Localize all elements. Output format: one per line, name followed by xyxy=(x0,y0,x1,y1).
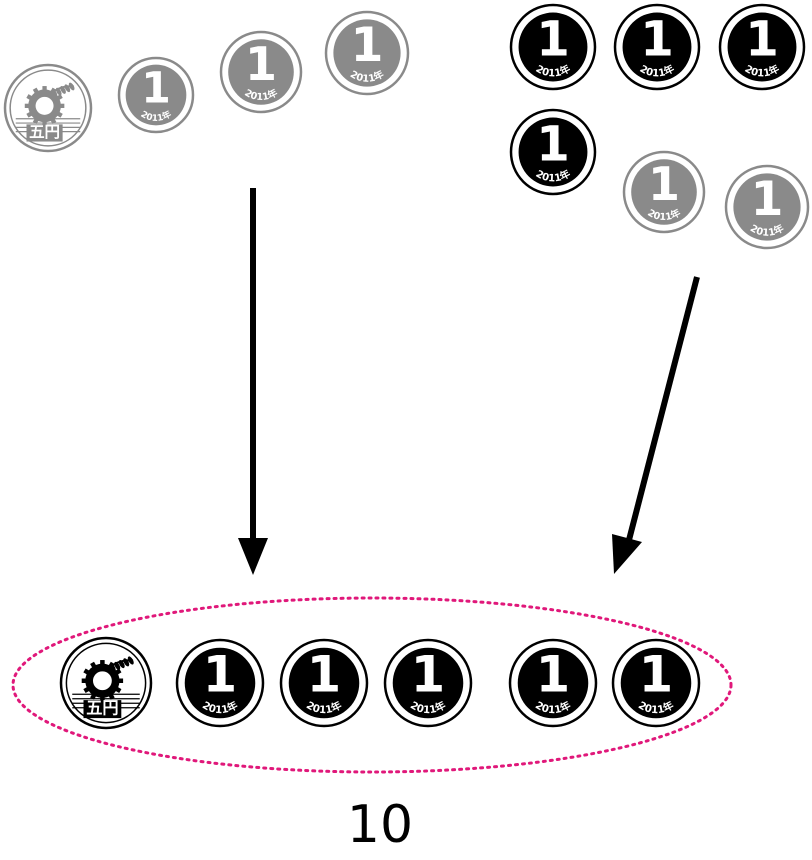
one-yen-year: 2011年 xyxy=(408,698,448,716)
one-yen-year: 2011年 xyxy=(533,698,573,716)
one-yen-numeral: 1 xyxy=(536,646,570,704)
gear-icon xyxy=(81,660,124,702)
one-yen-year: 2011年 xyxy=(748,221,786,239)
one-yen-numeral: 1 xyxy=(307,646,341,704)
five-yen-coin: 五円 xyxy=(59,636,153,730)
one-yen-numeral: 1 xyxy=(203,646,237,704)
one-yen-year: 2011年 xyxy=(304,698,344,716)
gear-icon xyxy=(24,86,65,126)
one-yen-numeral: 1 xyxy=(745,11,779,67)
one-yen-year: 2011年 xyxy=(534,167,573,185)
one-yen-year: 2011年 xyxy=(242,86,279,103)
one-yen-year: 2011年 xyxy=(743,62,782,80)
one-yen-numeral: 1 xyxy=(245,37,277,91)
one-yen-numeral: 1 xyxy=(141,64,171,113)
one-yen-year: 2011年 xyxy=(200,698,240,716)
one-yen-numeral: 1 xyxy=(639,646,673,704)
one-yen-year: 2011年 xyxy=(534,62,573,80)
one-yen-numeral: 1 xyxy=(536,116,570,172)
one-yen-numeral: 1 xyxy=(751,172,784,227)
one-yen-numeral: 1 xyxy=(411,646,445,704)
five-yen-label: 五円 xyxy=(86,699,118,718)
total-label: 10 xyxy=(346,795,414,855)
left-arrow xyxy=(238,188,268,575)
five-yen-label: 五円 xyxy=(29,123,60,141)
one-yen-year: 2011年 xyxy=(638,62,677,80)
combination-ellipse xyxy=(11,596,733,774)
one-yen-numeral: 1 xyxy=(648,157,680,211)
one-yen-numeral: 1 xyxy=(351,18,384,73)
one-yen-year: 2011年 xyxy=(645,206,682,223)
five-yen-coin: 五円 xyxy=(3,63,93,153)
one-yen-year: 2011年 xyxy=(139,108,174,124)
one-yen-year: 2011年 xyxy=(636,698,676,716)
right-arrow xyxy=(612,276,700,574)
one-yen-numeral: 1 xyxy=(640,11,674,67)
one-yen-numeral: 1 xyxy=(536,11,570,67)
one-yen-year: 2011年 xyxy=(348,67,386,85)
